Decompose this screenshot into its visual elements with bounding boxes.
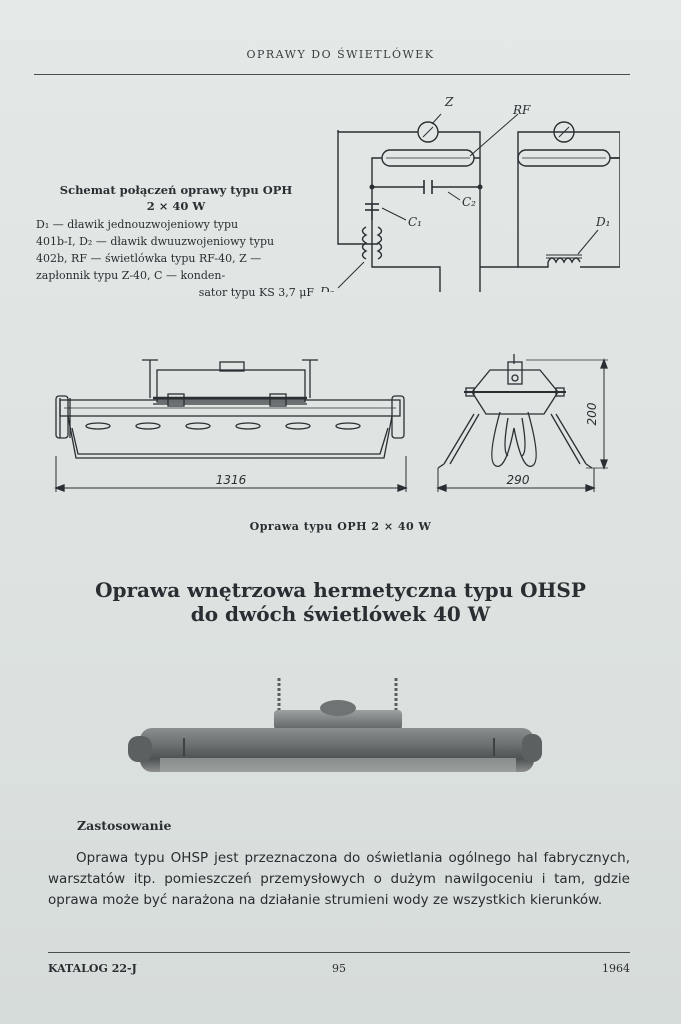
legend-line: 401b-I, D₂ — dławik dwuuzwojeniowy typu (36, 235, 275, 248)
section-title-line1: Oprawa wnętrzowa hermetyczna typu OHSP (95, 578, 586, 602)
usage-heading: Zastosowanie (77, 818, 172, 833)
fixture-end-view: 290 200 (436, 354, 608, 492)
section-title-line2: do dwóch świetlówek 40 W (190, 602, 491, 626)
fixture-side-view: 1316 (54, 359, 408, 492)
label-z: Z (444, 95, 454, 109)
running-head: OPRAWY DO ŚWIETLÓWEK (246, 48, 435, 61)
footer-year: 1964 (602, 962, 630, 975)
figure-caption: Oprawa typu OPH 2 × 40 W (249, 520, 432, 533)
label-d1: D₁ (595, 215, 610, 229)
page-number: 95 (332, 962, 346, 975)
dimension-height: 200 (585, 402, 599, 425)
legend-line: sator typu KS 3,7 μF (198, 286, 314, 299)
usage-paragraph: Oprawa typu OHSP jest przeznaczona do oś… (48, 850, 630, 908)
section-title: Oprawa wnętrzowa hermetyczna typu OHSP d… (0, 578, 681, 626)
footer-rule (48, 952, 630, 953)
legend-line: D₁ — dławik jednouzwojeniowy typu (36, 218, 239, 231)
label-rf: RF (512, 103, 531, 117)
footer-catalog: KATALOG 22-J (48, 962, 137, 975)
fixture-photo (128, 678, 542, 772)
schematic-caption: Schemat połączeń oprawy typu OPH 2 × 40 … (36, 182, 316, 214)
legend-line: 402b, RF — świetlówka typu RF-40, Z — (36, 252, 262, 265)
schematic-legend: D₁ — dławik jednouzwojeniowy typu 401b-I… (36, 216, 314, 301)
label-c1: C₁ (408, 215, 422, 229)
legend-line: zapłonnik typu Z-40, C — konden- (36, 269, 226, 282)
schematic-caption-line2: 2 × 40 W (146, 199, 206, 213)
label-c2: C₂ (462, 195, 476, 209)
header-rule (34, 74, 630, 75)
dimension-width: 290 (507, 473, 530, 487)
wiring-schematic: Z RF C₂ C₁ D₁ D₂ (320, 95, 620, 292)
label-d2: D₂ (320, 285, 335, 292)
dimension-length: 1316 (216, 473, 247, 487)
footer: KATALOG 22-J 95 1964 (48, 962, 630, 978)
schematic-caption-line1: Schemat połączeń oprawy typu OPH (59, 183, 293, 197)
